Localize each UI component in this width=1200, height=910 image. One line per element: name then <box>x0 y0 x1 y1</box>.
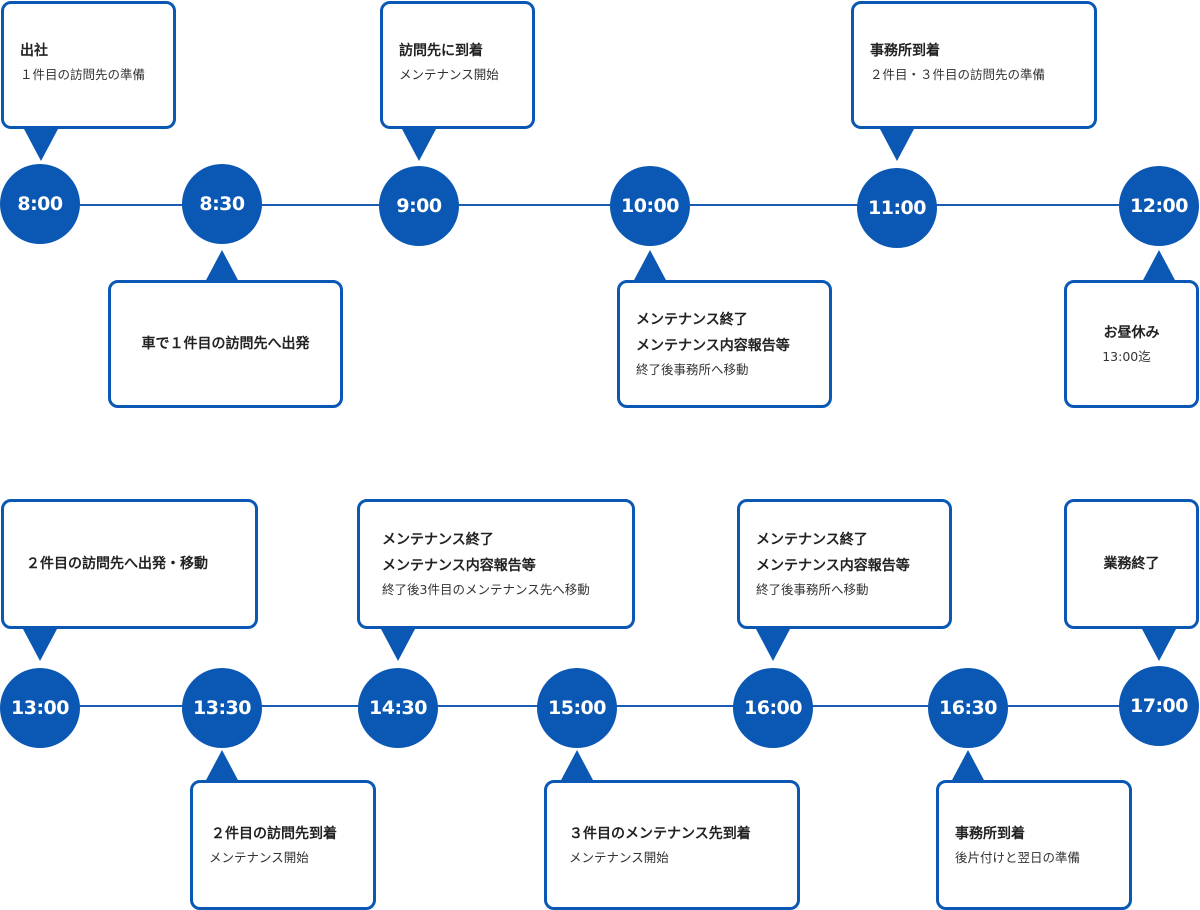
card-detail: 13:00迄 <box>1102 349 1151 364</box>
time-node-1430: 14:30 <box>358 668 438 748</box>
time-node-1300: 13:00 <box>0 668 80 748</box>
event-card-1300: ２件目の訪問先へ出発・移動 <box>1 499 258 629</box>
card-detail: 終了後3件目のメンテナンス先へ移動 <box>382 582 590 597</box>
card-detail: 後片付けと翌日の準備 <box>955 850 1081 865</box>
pointer-arrow <box>23 629 57 661</box>
pointer-arrow <box>205 250 239 282</box>
card-detail: メンテナンス開始 <box>209 850 309 865</box>
pointer-arrow <box>402 129 436 161</box>
card-title: 事務所到着 <box>955 826 1025 842</box>
card-detail: １件目の訪問先の準備 <box>20 67 146 82</box>
event-card-1630: 事務所到着 後片付けと翌日の準備 <box>936 780 1132 910</box>
time-node-1200: 12:00 <box>1119 166 1199 246</box>
time-node-0800: 8:00 <box>0 164 80 244</box>
pointer-arrow <box>381 629 415 661</box>
card-title: ２件目の訪問先へ出発・移動 <box>26 556 208 572</box>
card-title: 車で１件目の訪問先へ出発 <box>141 336 310 352</box>
timeline-line-row1 <box>40 204 1160 206</box>
pointer-arrow <box>633 250 667 282</box>
card-title: 業務終了 <box>1103 556 1160 572</box>
card-title: 事務所到着 <box>870 43 940 59</box>
event-card-1000: メンテナンス終了 メンテナンス内容報告等 終了後事務所へ移動 <box>617 280 832 408</box>
pointer-arrow <box>880 129 914 161</box>
time-node-1000: 10:00 <box>610 166 690 246</box>
card-title: お昼休み <box>1103 325 1160 341</box>
time-node-1100: 11:00 <box>857 168 937 248</box>
event-card-1100: 事務所到着 ２件目・３件目の訪問先の準備 <box>851 1 1097 129</box>
time-node-0900: 9:00 <box>379 166 459 246</box>
event-card-1330: ２件目の訪問先到着 メンテナンス開始 <box>190 780 376 910</box>
pointer-arrow <box>951 750 985 782</box>
card-detail: メンテナンス開始 <box>569 850 669 865</box>
pointer-arrow <box>756 629 790 661</box>
card-title: メンテナンス終了 <box>382 532 494 548</box>
event-card-0800: 出社 １件目の訪問先の準備 <box>1 1 176 129</box>
time-node-1700: 17:00 <box>1119 666 1199 746</box>
card-detail: ２件目・３件目の訪問先の準備 <box>870 67 1046 82</box>
pointer-arrow <box>24 129 58 161</box>
time-node-1600: 16:00 <box>733 668 813 748</box>
event-card-0900: 訪問先に到着 メンテナンス開始 <box>380 1 535 129</box>
card-title: メンテナンス内容報告等 <box>756 558 910 574</box>
event-card-1600: メンテナンス終了 メンテナンス内容報告等 終了後事務所へ移動 <box>737 499 952 629</box>
card-title: 訪問先に到着 <box>399 43 483 59</box>
time-node-1500: 15:00 <box>537 668 617 748</box>
event-card-1500: ３件目のメンテナンス先到着 メンテナンス開始 <box>544 780 800 910</box>
card-title: ３件目のメンテナンス先到着 <box>569 826 751 842</box>
time-node-1630: 16:30 <box>928 668 1008 748</box>
card-detail: メンテナンス開始 <box>399 67 499 82</box>
card-detail: 終了後事務所へ移動 <box>636 362 749 377</box>
pointer-arrow <box>1142 629 1176 661</box>
time-node-0830: 8:30 <box>182 164 262 244</box>
event-card-0830: 車で１件目の訪問先へ出発 <box>108 280 343 408</box>
card-title: メンテナンス終了 <box>756 532 868 548</box>
card-title: 出社 <box>20 43 48 59</box>
pointer-arrow <box>1142 250 1176 282</box>
card-title: ２件目の訪問先到着 <box>211 826 337 842</box>
time-node-1330: 13:30 <box>182 668 262 748</box>
card-title: メンテナンス内容報告等 <box>636 338 790 354</box>
event-card-1430: メンテナンス終了 メンテナンス内容報告等 終了後3件目のメンテナンス先へ移動 <box>357 499 635 629</box>
event-card-1700: 業務終了 <box>1064 499 1199 629</box>
event-card-1200: お昼休み 13:00迄 <box>1064 280 1199 408</box>
pointer-arrow <box>205 750 239 782</box>
card-detail: 終了後事務所へ移動 <box>756 582 869 597</box>
card-title: メンテナンス終了 <box>636 312 748 328</box>
pointer-arrow <box>560 750 594 782</box>
card-title: メンテナンス内容報告等 <box>382 558 536 574</box>
